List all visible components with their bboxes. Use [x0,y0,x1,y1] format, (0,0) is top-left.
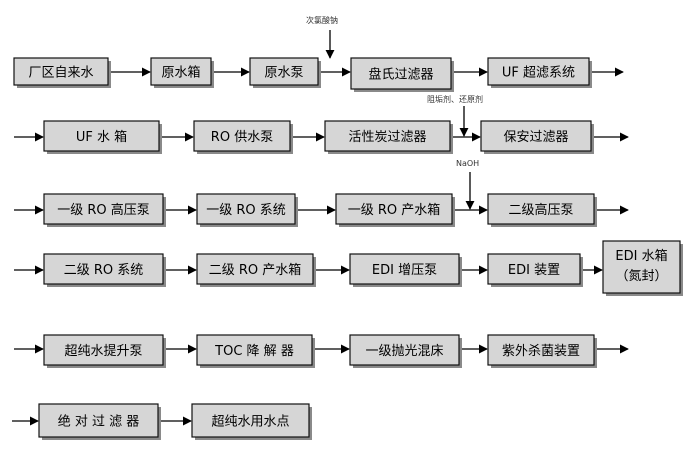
box-label: 保安过滤器 [503,130,568,145]
box-label: 超纯水用水点 [211,415,289,430]
box-label: EDI 水箱 [615,248,667,264]
process-box-toc-degrader: TOC 降 解 器 [196,334,315,368]
box-frame [196,193,296,225]
box-frame [38,403,159,438]
box-frame [196,253,314,285]
box-frame [193,120,291,152]
process-boxes: 厂区自来水 原水箱 原水泵 盘氏过滤器 UF 超滤系统 UF 水 箱 RO 供水泵 活性炭过滤… [13,57,683,440]
box-label: 二级 RO 系统 [64,263,144,278]
box-frame [196,334,313,366]
process-box-disc-filter: 盘氏过滤器 [350,57,454,92]
box-label: 一级 RO 系统 [206,203,286,218]
process-box-plant-tap-water: 厂区自来水 [13,57,111,88]
box-label: 厂区自来水 [28,66,93,81]
box-label: 一级 RO 产水箱 [348,202,441,218]
process-box-edi-unit: EDI 装置 [487,253,583,287]
dosing-note-sodium-hypochlorite: 次氯酸钠 [306,15,338,25]
flow-connectors [12,30,629,426]
process-box-ultrapure-use-point: 超纯水用水点 [191,403,312,440]
box-label: RO 供水泵 [211,130,273,145]
process-box-stage1-polishing-bed: 一级抛光混床 [349,334,462,368]
box-frame [349,253,460,285]
process-box-ro-feed-pump: RO 供水泵 [193,120,293,154]
box-frame [249,57,319,86]
process-box-security-filter: 保安过滤器 [480,120,594,154]
process-box-uf-water-tank: UF 水 箱 [43,120,162,154]
process-box-edi-booster-pump: EDI 增压泵 [349,253,462,287]
box-frame [150,57,212,86]
box-label: 活性炭过滤器 [348,130,426,145]
process-box-stage1-ro-system: 一级 RO 系统 [196,193,298,227]
process-box-absolute-filter: 绝 对 过 滤 器 [38,403,161,440]
box-label: TOC 降 解 器 [214,344,294,359]
box-label: 紫外杀菌装置 [502,344,580,359]
process-box-uv-sterilizer: 紫外杀菌装置 [487,334,597,368]
box-frame [13,57,109,86]
process-box-activated-carbon-filter: 活性炭过滤器 [324,120,453,154]
box-label: 超纯水提升泵 [64,343,142,359]
dosing-note-naoh: NaOH [456,159,479,168]
box-label: 盘氏过滤器 [368,67,433,83]
box-label: 一级 RO 高压泵 [57,202,150,218]
process-box-stage2-hp-pump: 二级高压泵 [487,193,597,227]
box-frame [487,253,581,285]
box-frame [602,240,681,294]
box-label: UF 超滤系统 [502,66,575,81]
box-frame [350,57,452,90]
box-label: EDI 增压泵 [372,263,437,278]
box-sublabel: （氮封） [615,269,667,284]
box-label: 一级抛光混床 [365,344,443,359]
process-box-stage1-ro-hp-pump: 一级 RO 高压泵 [43,193,166,227]
process-box-stage2-ro-product-tank: 二级 RO 产水箱 [196,253,316,287]
box-frame [43,334,164,366]
box-frame [324,120,451,152]
box-label: EDI 装置 [508,263,560,278]
box-label: 原水箱 [161,65,200,81]
box-frame [43,120,160,152]
box-label: 原水泵 [264,66,303,81]
process-box-uf-ultrafiltration-system: UF 超滤系统 [487,57,592,88]
box-frame [487,57,590,86]
box-frame [349,334,460,366]
box-frame [480,120,592,152]
box-frame [487,193,595,225]
box-label: 绝 对 过 滤 器 [58,414,140,430]
box-frame [43,253,164,285]
process-box-raw-water-pump: 原水泵 [249,57,321,88]
box-label: 二级高压泵 [508,202,573,218]
process-box-stage1-ro-product-tank: 一级 RO 产水箱 [335,193,455,227]
box-frame [487,334,595,366]
dosing-note-antiscalant-reductant: 阻垢剂、还原剂 [427,94,483,104]
box-label: 二级 RO 产水箱 [209,262,302,278]
process-box-raw-water-tank: 原水箱 [150,57,214,88]
box-frame [335,193,453,225]
process-box-edi-water-tank: EDI 水箱 （氮封） [602,240,683,296]
box-frame [43,193,164,225]
box-frame [191,403,310,438]
process-box-stage2-ro-system: 二级 RO 系统 [43,253,166,287]
box-label: UF 水 箱 [76,129,127,145]
process-box-ultrapure-lift-pump: 超纯水提升泵 [43,334,166,368]
